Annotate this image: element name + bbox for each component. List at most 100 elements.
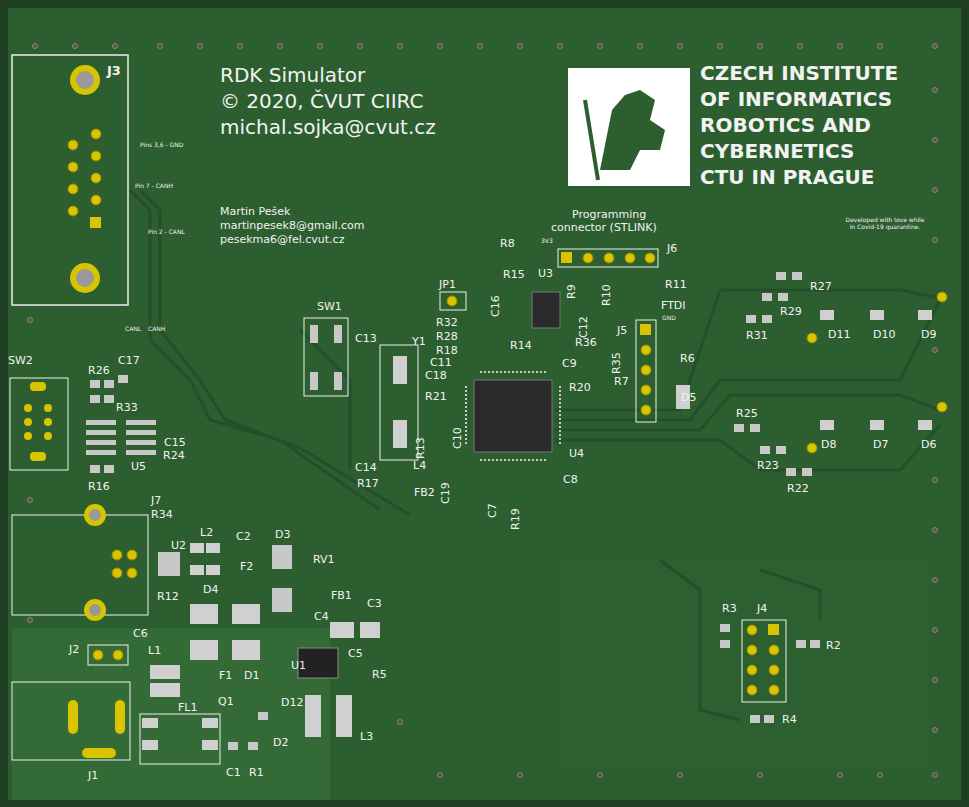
reference-designator: R7: [614, 376, 629, 388]
reference-designator: J5: [617, 325, 627, 337]
reference-designator: R4: [782, 714, 797, 726]
reference-designator: U3: [538, 268, 553, 280]
reference-designator: R17: [357, 478, 379, 490]
reference-designator: Q1: [218, 696, 234, 708]
reference-designator: R22: [787, 483, 809, 495]
reference-designator: RV1: [313, 554, 335, 566]
reference-designator: R3: [722, 603, 737, 615]
reference-designator: R29: [780, 306, 802, 318]
reference-designator: D4: [203, 584, 218, 596]
reference-designator: R15: [503, 269, 525, 281]
reference-designator: C6: [133, 628, 148, 640]
reference-designator: C13: [355, 333, 377, 345]
reference-designator: D9: [921, 329, 936, 341]
reference-designator: martinpesek8@gmail.com: [220, 220, 364, 232]
reference-designator: C15: [164, 437, 186, 449]
board-title-text: CYBERNETICS: [700, 140, 854, 162]
reference-designator: pesekma6@fel.cvut.cz: [220, 234, 344, 246]
reference-designator: U5: [131, 461, 146, 473]
reference-designator: R28: [436, 331, 458, 343]
reference-designator: R16: [88, 481, 110, 493]
board-title-text: CTU IN PRAGUE: [700, 166, 875, 188]
reference-designator: J4: [757, 603, 767, 615]
reference-designator: C9: [562, 358, 577, 370]
reference-designator: J2: [69, 644, 79, 656]
reference-designator: C14: [355, 462, 377, 474]
reference-designator: C17: [118, 355, 140, 367]
reference-designator: R35: [611, 352, 623, 374]
silkscreen-note: GND: [662, 315, 676, 322]
reference-designator: L2: [200, 527, 213, 539]
reference-designator: U2: [171, 540, 186, 552]
reference-designator: Programming: [572, 209, 646, 221]
reference-designator: D1: [244, 670, 259, 682]
reference-designator: C10: [452, 427, 464, 449]
silkscreen-note: Pin 2 - CANL: [148, 229, 185, 236]
reference-designator: R27: [810, 281, 832, 293]
board-title-text: CZECH INSTITUTE: [700, 62, 898, 84]
reference-designator: R5: [372, 669, 387, 681]
reference-designator: FB1: [331, 590, 352, 602]
reference-designator: FB2: [414, 487, 435, 499]
reference-designator: U4: [569, 448, 584, 460]
reference-designator: connector (STLINK): [551, 222, 657, 234]
silkscreen-note: 3V3: [541, 238, 553, 245]
reference-designator: C1: [226, 767, 241, 779]
silkscreen-note: CANH: [148, 326, 165, 333]
reference-designator: R34: [151, 509, 173, 521]
reference-designator: R14: [510, 340, 532, 352]
reference-designator: D12: [281, 697, 303, 709]
reference-designator: D5: [681, 392, 696, 404]
reference-designator: D3: [275, 529, 290, 541]
reference-designator: R1: [249, 767, 264, 779]
reference-designator: D8: [821, 439, 836, 451]
reference-designator: R18: [436, 345, 458, 357]
reference-designator: C2: [236, 531, 251, 543]
reference-designator: R33: [116, 402, 138, 414]
reference-designator: R10: [601, 284, 613, 306]
reference-designator: R11: [665, 279, 687, 291]
reference-designator: F2: [240, 561, 253, 573]
reference-designator: D10: [873, 329, 895, 341]
reference-designator: J3: [107, 64, 121, 78]
board-title-text: OF INFORMATICS: [700, 88, 892, 110]
reference-designator: R2: [826, 640, 841, 652]
reference-designator: C7: [487, 503, 499, 518]
reference-designator: D11: [828, 329, 850, 341]
reference-designator: J7: [151, 495, 161, 507]
board-title-text: © 2020, ČVUT CIIRC: [220, 90, 423, 112]
reference-designator: R23: [757, 460, 779, 472]
silkscreen-note: CANL: [125, 326, 141, 333]
reference-designator: C19: [440, 482, 452, 504]
reference-designator: R9: [566, 284, 578, 299]
reference-designator: R13: [415, 437, 427, 459]
reference-designator: J6: [667, 243, 677, 255]
reference-designator: L1: [148, 645, 161, 657]
silkscreen-note: Developed with love while in Covid-19 qu…: [843, 217, 927, 230]
board-title-text: RDK Simulator: [220, 64, 365, 86]
reference-designator: J1: [88, 770, 98, 782]
reference-designator: F1: [219, 670, 232, 682]
reference-designator: R8: [500, 238, 515, 250]
reference-designator: D2: [273, 737, 288, 749]
reference-designator: Y1: [412, 336, 426, 348]
board-title-text: michal.sojka@cvut.cz: [220, 116, 436, 138]
reference-designator: FL1: [178, 702, 197, 714]
reference-designator: D6: [921, 439, 936, 451]
reference-designator: C3: [367, 598, 382, 610]
reference-designator: R36: [575, 337, 597, 349]
reference-designator: C12: [578, 316, 590, 338]
board-title-text: ROBOTICS AND: [700, 114, 871, 136]
reference-designator: R32: [436, 317, 458, 329]
reference-designator: C4: [314, 611, 329, 623]
reference-designator: R19: [510, 508, 522, 530]
reference-designator: FTDI: [661, 300, 686, 312]
reference-designator: Martin Pešek: [220, 206, 290, 218]
reference-designator: R21: [425, 391, 447, 403]
reference-designator: R31: [746, 330, 768, 342]
silkscreen-note: Pin 7 - CANH: [135, 183, 173, 190]
reference-designator: R25: [736, 408, 758, 420]
reference-designator: C16: [490, 295, 502, 317]
reference-designator: R26: [88, 365, 110, 377]
silkscreen-note: Pins 3,6 - GND: [140, 142, 183, 149]
